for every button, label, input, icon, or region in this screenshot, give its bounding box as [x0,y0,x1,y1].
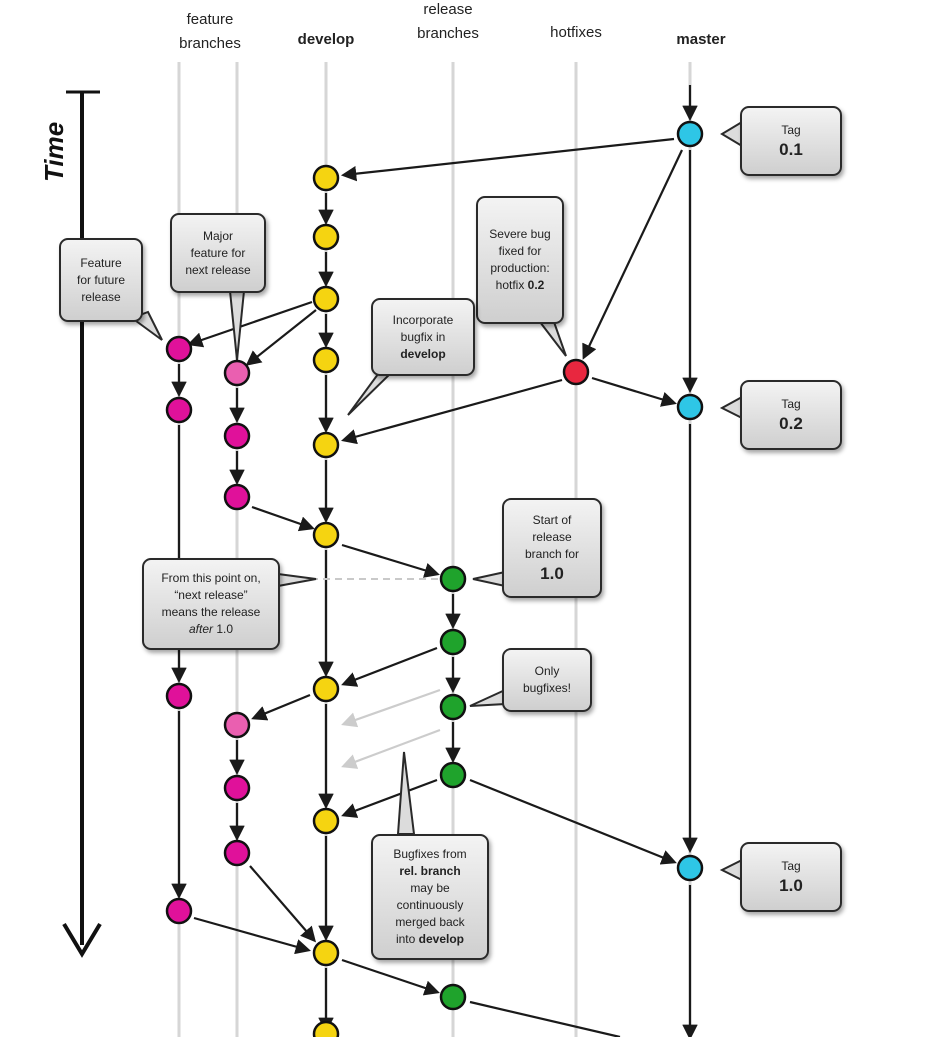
callout-tag-number: 0.1 [779,139,803,159]
column-label-release-branches: release branches [398,0,498,46]
callout-text: Only [534,664,560,678]
callout-incorporate-bugfix: Incorporate bugfix in develop [371,298,475,376]
callout-start-release-branch: Start of release branch for 1.0 [502,498,602,598]
develop-commit [312,1020,340,1037]
callout-text: Tag [781,858,801,873]
callout-text: into [395,932,419,946]
callout-text: release [81,289,121,304]
feature-commit [223,422,251,450]
callout-text-bold: 1.0 [540,563,564,583]
develop-commit [312,521,340,549]
feature-commit [165,897,193,925]
callout-text: Severe bug [489,227,551,241]
callout-text-bold: develop [418,932,465,946]
release-commit [439,761,467,789]
feature-commit [223,359,251,387]
callout-text: Tag [781,122,801,137]
develop-commit [312,431,340,459]
callout-text: 1.0 [213,622,234,636]
callout-feature-future-release: Feature for future release [59,238,143,322]
master-commit [676,120,704,148]
feature-commit [223,711,251,739]
callout-tag-0-1: Tag 0.1 [740,106,842,176]
callout-tag-0-2: Tag 0.2 [740,380,842,450]
develop-commit [312,807,340,835]
release-commit [439,565,467,593]
callout-next-release: From this point on, “next release” means… [142,558,280,650]
develop-commit [312,939,340,967]
column-label-hotfixes: hotfixes [550,24,602,41]
commit-arrows [171,85,698,1037]
callout-text: Tag [781,396,801,411]
callout-only-bugfixes: Only bugfixes! [502,648,592,712]
master-commit [676,393,704,421]
callout-text: Major [202,228,233,243]
feature-commit [223,774,251,802]
callout-text: may be [410,881,450,895]
callout-text: production: [490,261,550,275]
callout-text: fixed for [498,244,542,258]
develop-commit [312,164,340,192]
callout-text-bold: develop [400,346,446,361]
develop-commit [312,285,340,313]
callout-text: means the release [161,605,261,619]
column-label-feature-branches: feature branches [160,8,260,56]
callout-severe-bug: Severe bug fixed for production: hotfix … [476,196,564,324]
callout-tag-number: 1.0 [779,875,803,895]
feature-commit [165,396,193,424]
callout-text-bold: 0.2 [527,278,545,292]
callout-text: Feature [80,255,122,270]
callout-text: Start of [532,512,572,527]
callout-text: Bugfixes from [393,847,467,861]
hotfix-commit [562,358,590,386]
master-commit [676,854,704,882]
callout-text: bugfixes! [522,681,572,695]
callout-text: bugfix in [400,329,446,344]
feature-commit [223,839,251,867]
feature-commit [165,335,193,363]
callout-bugfixes-merged-back: Bugfixes from rel. branch may be continu… [371,834,489,960]
callout-text: From this point on, [161,571,261,585]
release-commit [439,693,467,721]
commit-nodes [165,120,704,1037]
feature-commit [223,483,251,511]
release-commit [439,628,467,656]
callout-text: for future [76,272,126,287]
label-line: release [423,1,473,18]
develop-commit [312,223,340,251]
callout-text: feature for [190,245,246,260]
column-label-master: master [676,31,726,48]
callout-text: Incorporate [392,312,454,327]
callout-pointers [129,120,743,882]
callout-text: continuously [396,898,464,912]
time-arrow [62,90,102,958]
develop-commit [312,675,340,703]
callout-text: next release [185,262,251,277]
callout-text: hotfix [495,278,528,292]
column-label-develop: develop [297,31,355,48]
callout-text: release [532,529,572,544]
callout-text-bold: rel. branch [399,864,461,878]
time-axis-label: Time [39,121,69,182]
callout-tag-number: 0.2 [779,413,803,433]
faded-merge-arrows [341,688,441,769]
feature-commit [165,682,193,710]
label-line: branches [179,35,241,52]
callout-text: “next release” [174,588,248,602]
callout-text: branch for [524,546,580,561]
label-line: branches [417,25,479,42]
callout-tag-1-0: Tag 1.0 [740,842,842,912]
release-commit [439,983,467,1011]
callout-major-feature: Major feature for next release [170,213,266,293]
develop-commit [312,346,340,374]
label-line: feature [186,11,234,28]
callout-text-italic: after [188,622,213,636]
callout-text: merged back [395,915,465,929]
